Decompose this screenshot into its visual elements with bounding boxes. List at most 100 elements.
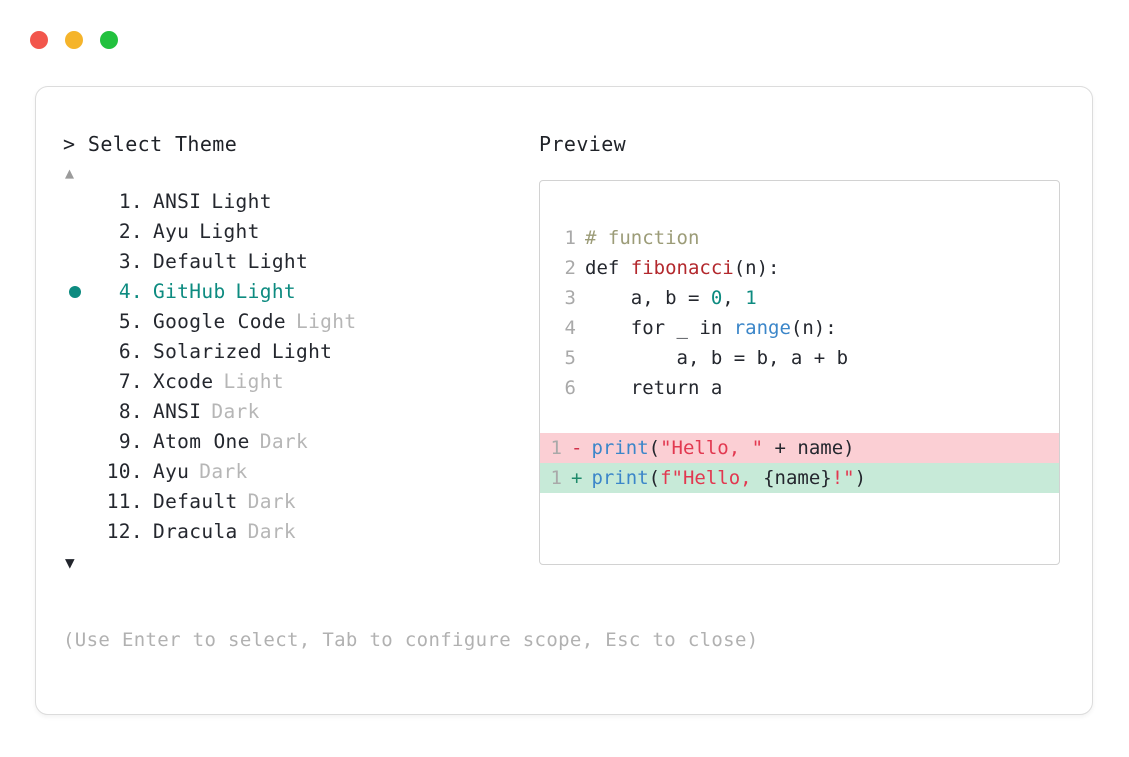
code-token-plain: + name) — [763, 437, 855, 459]
selection-bullet-slot — [63, 187, 99, 217]
theme-item-index: 1. — [118, 190, 143, 213]
code-token-number: 1 — [745, 287, 757, 309]
diff-line-removed: 1-print("Hello, " + name) — [540, 433, 1059, 463]
code-token-plain: , — [722, 287, 746, 309]
scroll-up-icon[interactable]: ▲ — [65, 164, 75, 182]
theme-list-item[interactable]: 4. GitHub Light — [63, 277, 533, 307]
theme-item-name: GitHub — [153, 280, 226, 303]
theme-item-variant: Light — [247, 250, 309, 273]
selection-bullet-slot — [63, 307, 99, 337]
theme-item-name: Ayu — [153, 460, 190, 483]
theme-list-item[interactable]: 8. ANSI Dark — [63, 397, 533, 427]
code-token-keyword: def — [585, 257, 631, 279]
selection-bullet-slot — [63, 427, 99, 457]
diff-line-content: print("Hello, " + name) — [591, 433, 854, 463]
theme-item-variant: Light — [235, 280, 296, 303]
theme-item-index: 10. — [106, 460, 143, 483]
theme-item-index: 12. — [106, 520, 143, 543]
theme-item-index: 11. — [106, 490, 143, 513]
diff-line-added: 1+print(f"Hello, {name}!") — [540, 463, 1059, 493]
theme-list-item[interactable]: 5. Google Code Light — [63, 307, 533, 337]
code-line-number: 5 — [564, 347, 576, 369]
theme-item-name: Solarized — [153, 340, 262, 363]
theme-item-variant: Light — [296, 310, 357, 333]
code-token-plain: {name} — [763, 467, 832, 489]
theme-item-variant: Light — [271, 340, 333, 363]
code-line-content: a, b = b, a + b — [585, 343, 849, 373]
theme-item-index: 4. — [118, 280, 143, 303]
selection-bullet-slot — [63, 517, 99, 547]
theme-item-variant: Light — [199, 220, 260, 243]
code-token-plain: ) — [854, 467, 867, 489]
theme-list-item[interactable]: 10. Ayu Dark — [63, 457, 533, 487]
theme-list-item[interactable]: 1. ANSI Light — [63, 187, 533, 217]
theme-item-name: Ayu — [153, 220, 190, 243]
code-token-print: print — [591, 437, 649, 459]
diff-marker: + — [571, 467, 583, 489]
code-token-func: fibonacci — [630, 257, 734, 279]
theme-item-variant: Dark — [211, 400, 260, 423]
code-line-number: 3 — [564, 287, 576, 309]
code-token-plain: a, b = b, a + b — [585, 347, 849, 369]
theme-item-name: Default — [153, 490, 238, 513]
selection-bullet-slot — [63, 367, 99, 397]
theme-item-index: 5. — [118, 310, 143, 333]
diff-line-number: 1 — [550, 437, 562, 459]
code-line-content: return a — [585, 373, 723, 403]
code-token-plain: a, b = — [585, 287, 711, 309]
theme-item-name: Atom One — [153, 430, 250, 453]
code-token-builtin: range — [733, 317, 791, 339]
code-token-plain: (n): — [733, 257, 780, 279]
maximize-window-dot[interactable] — [100, 31, 118, 49]
selection-bullet-slot — [63, 217, 99, 247]
code-line-content: def fibonacci(n): — [585, 253, 779, 283]
diff-marker: - — [571, 437, 583, 459]
theme-item-name: ANSI — [153, 400, 202, 423]
theme-item-name: Default — [153, 250, 238, 273]
theme-item-variant: Light — [211, 190, 272, 213]
close-window-dot[interactable] — [30, 31, 48, 49]
code-token-plain: ( — [648, 437, 661, 459]
window-titlebar — [30, 31, 118, 49]
theme-item-variant: Dark — [199, 460, 248, 483]
theme-item-name: Xcode — [153, 370, 214, 393]
selected-bullet-icon — [69, 286, 81, 298]
selection-bullet-slot — [63, 397, 99, 427]
theme-item-index: 8. — [118, 400, 143, 423]
code-token-string: !" — [831, 467, 855, 489]
selection-bullet-slot — [63, 247, 99, 277]
code-line-number: 2 — [564, 257, 576, 279]
theme-item-variant: Dark — [247, 520, 297, 543]
preview-label: Preview — [539, 132, 627, 156]
theme-item-name: ANSI — [153, 190, 202, 213]
code-line-number: 4 — [564, 317, 576, 339]
keyboard-hint: (Use Enter to select, Tab to configure s… — [63, 629, 759, 651]
code-line: 4 for _ in range(n): — [540, 313, 1059, 343]
code-line-number: 6 — [564, 377, 576, 399]
code-line-number: 1 — [564, 227, 576, 249]
code-token-plain: (n): — [790, 317, 837, 339]
code-token-plain: ( — [648, 467, 661, 489]
code-token-number: 0 — [710, 287, 723, 309]
theme-item-name: Google Code — [153, 310, 286, 333]
code-token-comment: # function — [585, 227, 700, 249]
theme-item-index: 9. — [118, 430, 143, 453]
minimize-window-dot[interactable] — [65, 31, 83, 49]
scroll-down-icon[interactable]: ▼ — [65, 553, 75, 572]
code-token-string: "Hello, " — [660, 437, 764, 459]
code-token-string: f"Hello, — [660, 467, 764, 489]
code-blank-line — [540, 403, 1059, 433]
theme-list-item[interactable]: 3. Default Light — [63, 247, 533, 277]
theme-item-index: 3. — [118, 250, 143, 273]
